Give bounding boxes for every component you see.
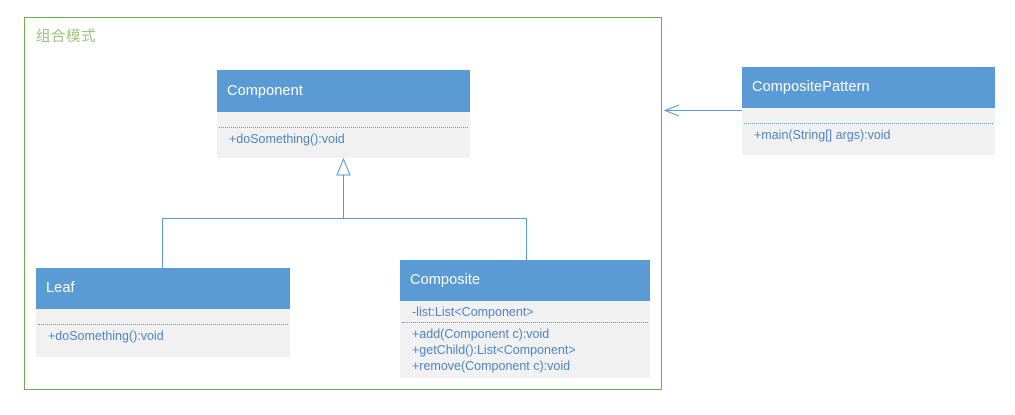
attributes-compartment-composite-pattern [742,108,995,123]
operations-compartment-composite: +add(Component c):void +getChild():List<… [400,323,650,377]
class-name-component: Component [217,70,470,112]
operations-compartment-composite-pattern: +main(String[] args):void [742,124,995,146]
class-name-composite: Composite [400,260,650,301]
class-box-composite-pattern[interactable]: CompositePattern +main(String[] args):vo… [742,67,995,155]
class-box-component[interactable]: Component +doSomething():void [217,70,470,158]
package-title: 组合模式 [36,29,96,45]
operation-item: +remove(Component c):void [412,359,571,373]
class-box-leaf[interactable]: Leaf +doSomething():void [36,268,290,357]
attributes-compartment-composite: -list:List<Component> [400,301,650,322]
attribute-item: -list:List<Component> [412,305,534,319]
compartment-separator [744,123,993,124]
operation-item: +main(String[] args):void [754,128,891,142]
operation-item: +doSomething():void [229,132,345,146]
operation-item: +doSomething():void [48,329,164,343]
generalization-arrowhead-icon [336,157,351,176]
class-name-leaf: Leaf [36,268,290,309]
class-body-component: +doSomething():void [217,112,470,158]
operations-compartment-component: +doSomething():void [217,128,470,150]
operation-item: +add(Component c):void [412,327,550,341]
compartment-separator [402,322,648,323]
package-frame [24,17,662,390]
class-body-composite-pattern: +main(String[] args):void [742,108,995,155]
class-box-composite[interactable]: Composite -list:List<Component> +add(Com… [400,260,650,378]
compartment-separator [219,127,468,128]
operation-item: +getChild():List<Component> [412,343,576,357]
class-body-composite: -list:List<Component> +add(Component c):… [400,301,650,378]
class-name-composite-pattern: CompositePattern [742,67,995,108]
dependency-arrowhead-icon [663,104,680,117]
compartment-separator [38,324,288,325]
operations-compartment-leaf: +doSomething():void [36,325,290,347]
class-body-leaf: +doSomething():void [36,309,290,357]
attributes-compartment-component [217,112,470,127]
attributes-compartment-leaf [36,309,290,324]
